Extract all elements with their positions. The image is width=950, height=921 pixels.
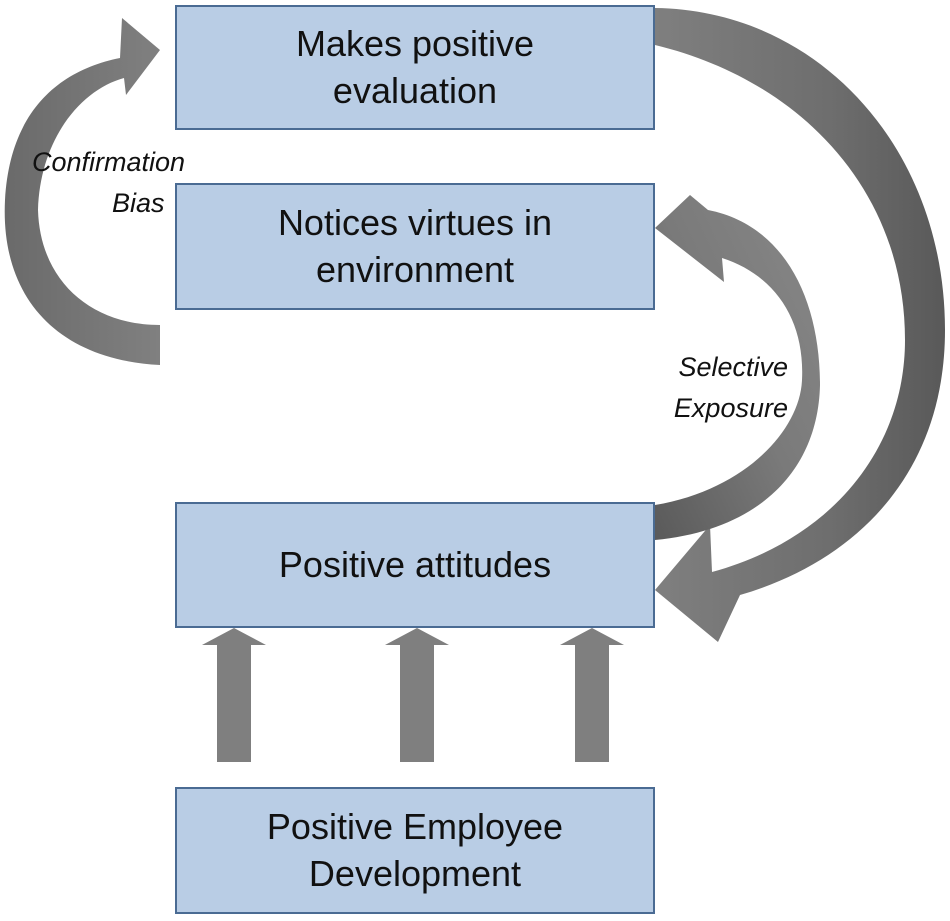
up-arrow-right (560, 628, 624, 762)
label-confirmation-line2: Bias (112, 187, 165, 218)
box-notices-virtues: Notices virtues in environment (175, 183, 655, 310)
box-attitudes-line1: Positive attitudes (278, 543, 552, 585)
box-virtues-line1: Notices virtues in (277, 201, 553, 243)
box-evaluation-line2: evaluation (332, 69, 498, 111)
label-confirmation-bias: Confirmation Bias (32, 142, 185, 223)
up-arrow-left (202, 628, 266, 762)
box-development-line1: Positive Employee (266, 805, 564, 847)
label-confirmation-line1: Confirmation (32, 147, 186, 177)
label-selective-line1: Selective (678, 352, 788, 382)
feedback-arrow-right (655, 8, 945, 642)
up-arrow-center (385, 628, 449, 762)
box-virtues-line2: environment (315, 248, 515, 290)
box-positive-attitudes: Positive attitudes (175, 502, 655, 628)
confirmation-bias-arrow (4, 18, 160, 365)
label-selective-exposure: Selective Exposure (650, 347, 788, 428)
box-positive-employee-development: Positive Employee Development (175, 787, 655, 914)
box-development-line2: Development (308, 852, 522, 894)
box-evaluation-line1: Makes positive (295, 22, 535, 64)
box-makes-positive-evaluation: Makes positive evaluation (175, 5, 655, 130)
selective-exposure-arrow (655, 195, 820, 540)
label-exposure-line2: Exposure (673, 392, 788, 423)
